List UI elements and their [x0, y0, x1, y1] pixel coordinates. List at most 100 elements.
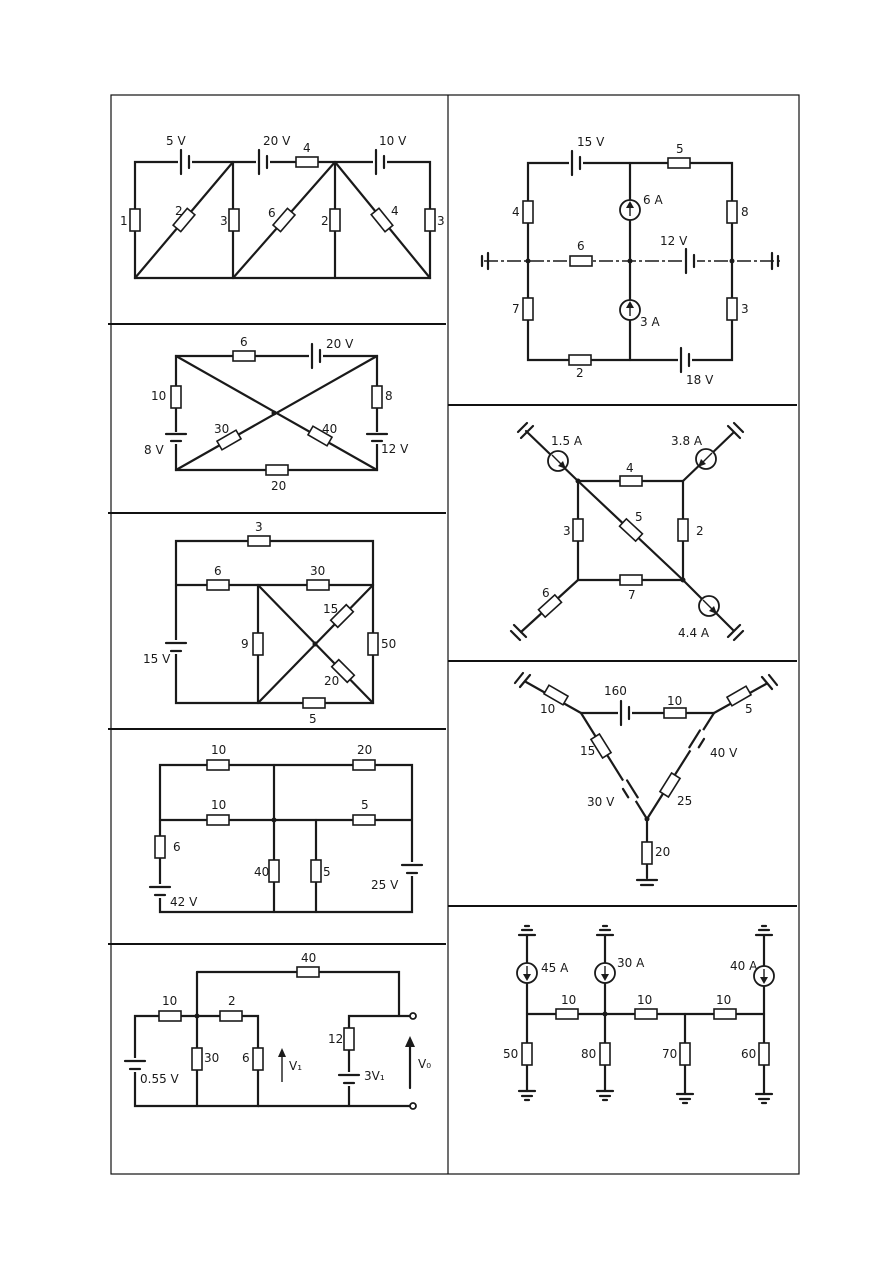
resistor-label: 10 — [211, 798, 226, 812]
resistor — [158, 1010, 182, 1022]
node — [194, 1013, 200, 1019]
ground-icon — [675, 1092, 695, 1105]
resistor-label: 7 — [512, 302, 520, 316]
ground-icon — [754, 1092, 774, 1105]
resistor — [171, 207, 197, 233]
resistor-label: 30 — [310, 564, 325, 578]
source-label: 10 V — [379, 134, 407, 148]
source-label: 20 V — [326, 337, 354, 351]
resistor-label: 6 — [577, 239, 585, 253]
resistor-label: 30 — [214, 422, 229, 436]
resistor — [310, 859, 322, 883]
resistor — [295, 156, 319, 168]
ground-icon — [517, 1089, 537, 1102]
resistor — [271, 207, 297, 233]
resistor — [725, 685, 753, 707]
resistor — [572, 518, 584, 542]
circuit-panel-5: 0.55 V 3V₁ 40 10 2 12 30 6 V₁ V₀ — [123, 951, 431, 1110]
ground-icon — [726, 421, 745, 440]
resistor — [370, 207, 394, 233]
resistor — [206, 759, 230, 771]
resistor — [215, 429, 243, 451]
current-source — [619, 199, 641, 221]
node — [575, 478, 581, 484]
ground-icon — [726, 623, 745, 642]
resistor-label: 6 — [173, 840, 181, 854]
resistor — [679, 1042, 691, 1066]
voltage-source — [164, 640, 188, 654]
resistor — [329, 603, 355, 629]
resistor-label: 2 — [696, 524, 704, 538]
voltage-source — [569, 149, 583, 177]
source-label: 3 A — [640, 315, 660, 329]
current-source — [594, 962, 616, 984]
source-label: 3V₁ — [364, 1069, 385, 1083]
resistor — [618, 517, 644, 543]
resistor — [568, 354, 592, 366]
source-label: 25 V — [371, 878, 399, 892]
resistor — [667, 157, 691, 169]
resistor-label: 2 — [576, 366, 584, 380]
resistor-label: 4 — [626, 461, 634, 475]
source-label: 15 V — [143, 652, 171, 666]
node — [729, 258, 735, 264]
resistor — [306, 425, 334, 447]
node — [627, 258, 633, 264]
resistor — [330, 658, 356, 684]
resistor — [599, 1042, 611, 1066]
ground-icon — [754, 924, 774, 937]
resistor — [296, 966, 320, 978]
resistor-label: 5 — [676, 142, 684, 156]
resistor — [713, 1008, 737, 1020]
resistor — [542, 684, 570, 706]
voltage-label: V₁ — [289, 1059, 302, 1073]
voltage-source — [678, 346, 692, 374]
resistor — [306, 579, 330, 591]
circuit-panel-4: 42 V 25 V 10 20 10 5 6 40 5 — [148, 743, 424, 914]
source-label: 20 V — [263, 134, 291, 148]
output-terminal — [409, 1012, 417, 1020]
resistor — [367, 632, 379, 656]
output-terminal — [409, 1102, 417, 1110]
resistor-label: 10 — [162, 994, 177, 1008]
source-label: 30 A — [617, 956, 645, 970]
voltage-source — [618, 699, 632, 727]
source-label: 0.55 V — [140, 1072, 180, 1086]
resistor-label: 10 — [151, 389, 166, 403]
resistor-label: 8 — [385, 389, 393, 403]
node — [271, 410, 277, 416]
resistor — [371, 385, 383, 409]
voltage-label: V₀ — [418, 1057, 431, 1071]
resistor — [522, 297, 534, 321]
voltage-source — [400, 862, 424, 876]
resistor-label: 6 — [240, 335, 248, 349]
resistor-label: 7 — [628, 588, 636, 602]
circuit-panel-6: 15 V 6 A 12 V 3 A 18 V 5 4 8 6 7 3 2 — [480, 135, 780, 387]
source-label: 160 — [604, 684, 627, 698]
source-label: 30 V — [587, 795, 615, 809]
resistor-label: 15 — [580, 744, 595, 758]
resistor — [537, 593, 563, 619]
resistor — [191, 1047, 203, 1071]
ground-icon — [509, 623, 528, 642]
resistor — [247, 535, 271, 547]
resistor-label: 9 — [241, 637, 249, 651]
resistor-label: 10 — [716, 993, 731, 1007]
current-source — [698, 595, 720, 617]
node — [680, 577, 686, 583]
ground-icon — [770, 251, 780, 271]
voltage-source — [256, 148, 270, 176]
resistor — [154, 835, 166, 859]
ground-icon — [513, 671, 532, 689]
resistor — [569, 255, 593, 267]
resistor — [758, 1042, 770, 1066]
resistor — [252, 1047, 264, 1071]
resistor — [677, 518, 689, 542]
resistor-label: 4 — [303, 141, 311, 155]
source-label: 12 V — [381, 442, 409, 456]
voltage-source — [373, 148, 387, 176]
resistor — [726, 297, 738, 321]
resistor — [555, 1008, 579, 1020]
resistor-label: 10 — [561, 993, 576, 1007]
resistor-label: 40 — [301, 951, 316, 965]
